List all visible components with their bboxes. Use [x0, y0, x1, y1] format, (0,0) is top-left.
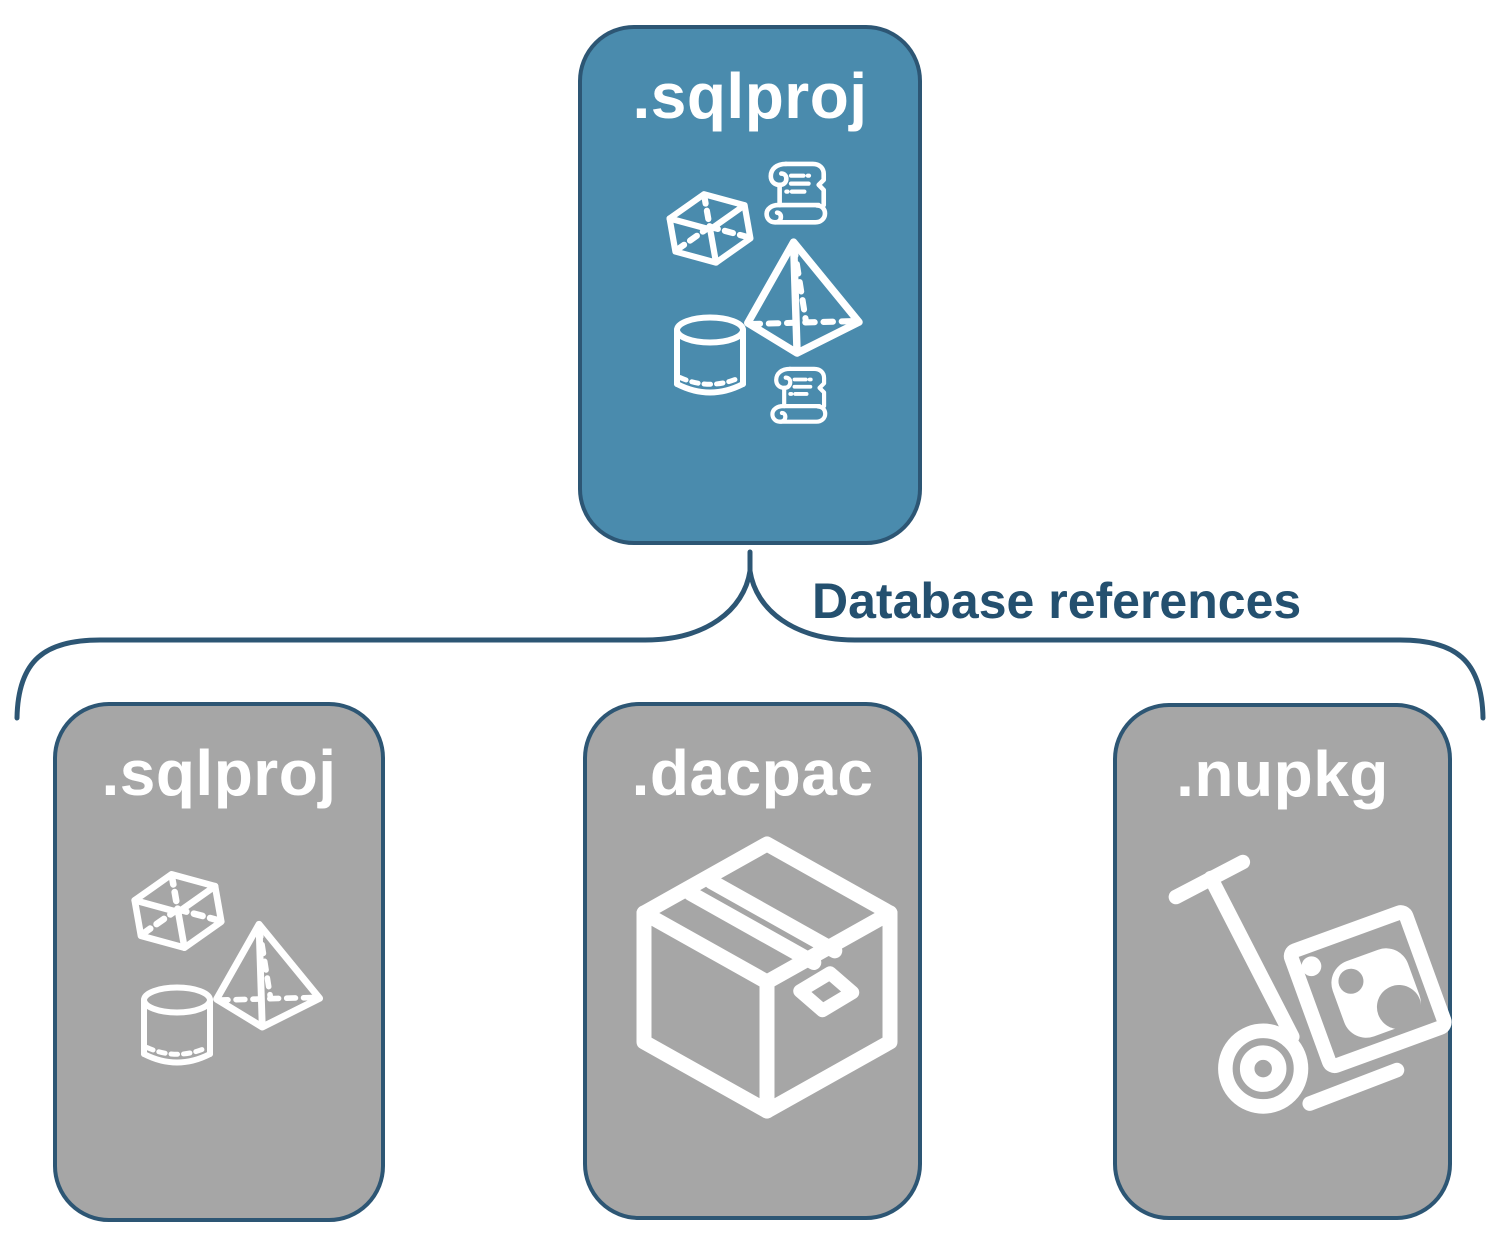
node-nupkg-reference: .nupkg — [1113, 703, 1452, 1220]
node-sqlproj-parent: .sqlproj — [578, 25, 922, 545]
script-scroll-icon — [761, 359, 837, 435]
node-sqlproj-reference: .sqlproj — [53, 702, 385, 1222]
database-cylinder-icon — [127, 977, 227, 1077]
node-sqlproj-parent-title: .sqlproj — [632, 60, 868, 132]
node-sqlproj-reference-title: .sqlproj — [101, 737, 337, 809]
node-nupkg-reference-title: .nupkg — [1176, 738, 1389, 810]
node-dacpac-reference: .dacpac — [583, 702, 922, 1220]
database-cylinder-icon — [660, 307, 760, 407]
package-box-icon — [617, 826, 917, 1126]
connector-label: Database references — [812, 573, 1302, 629]
nuget-handtruck-icon — [1141, 833, 1461, 1153]
node-dacpac-reference-title: .dacpac — [631, 737, 874, 809]
script-scroll-icon — [754, 153, 838, 237]
